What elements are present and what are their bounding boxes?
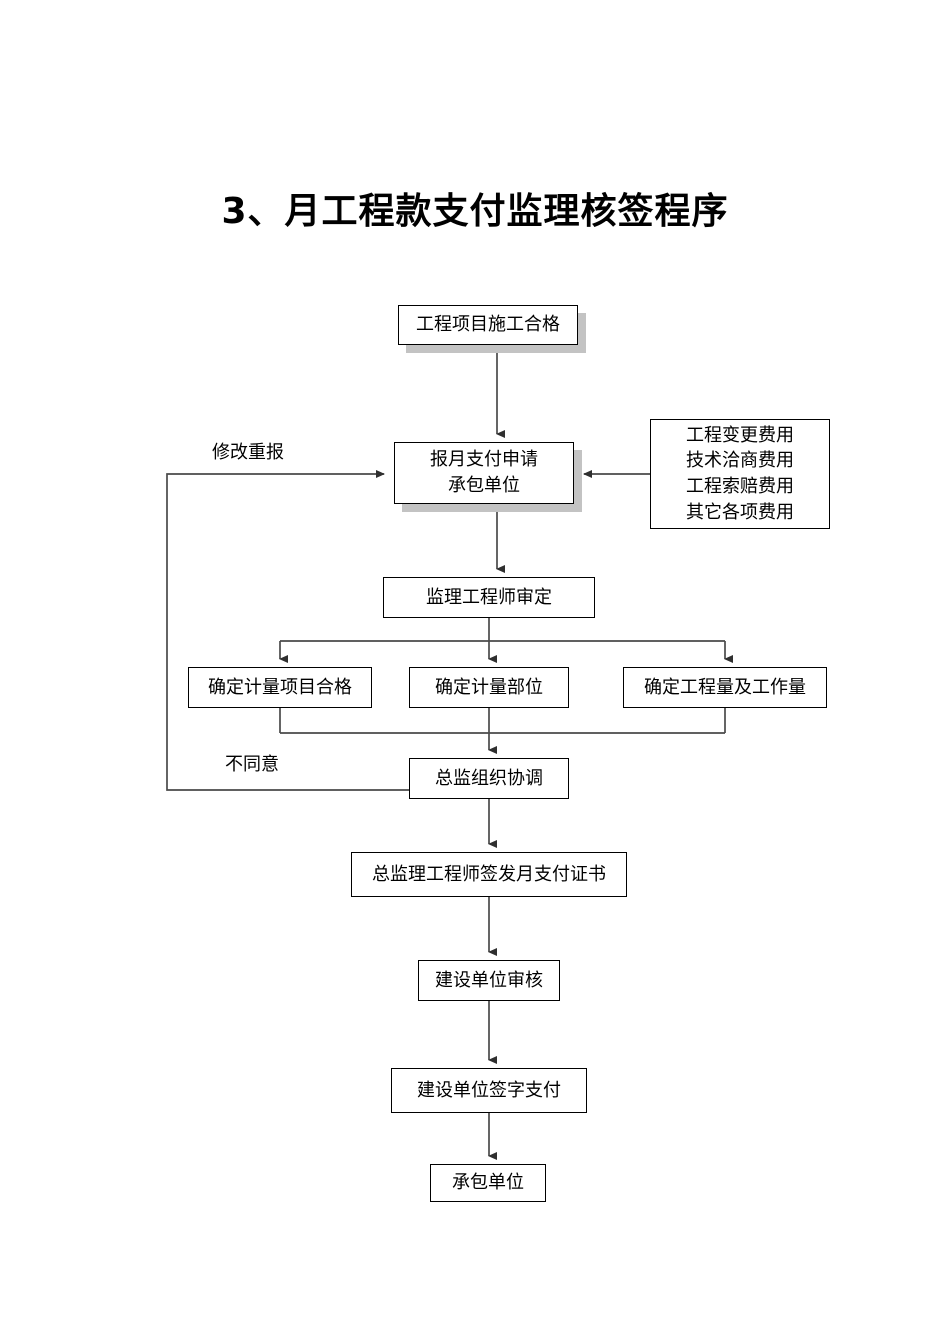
node-owner-unit-sign-and-pay[interactable]: 建设单位签字支付 [391,1068,587,1113]
node-label-line: 承包单位 [448,475,520,495]
page-title: 3、月工程款支付监理核签程序 [221,191,729,232]
node-label-line: 建设单位审核 [435,969,543,990]
node-label-line: 总监理工程师签发月支付证书 [372,863,606,884]
node-label-line: 监理工程师审定 [426,586,552,607]
node-engineering-project-qualified[interactable]: 工程项目施工合格 [398,305,578,345]
node-label-line: 工程项目施工合格 [416,314,560,335]
node-label-line: 确定计量项目合格 [208,676,352,697]
node-owner-unit-review[interactable]: 建设单位审核 [418,960,560,1001]
node-confirm-measurement-item-qualified[interactable]: 确定计量项目合格 [188,667,372,708]
edge-label-revise-resubmit: 修改重报 [212,442,284,462]
node-chief-supervisor-coordination[interactable]: 总监组织协调 [409,758,569,799]
node-label-line: 其它各项费用 [686,501,794,522]
node-label-line: 承包单位 [452,1172,524,1193]
node-chief-engineer-issues-certificate[interactable]: 总监理工程师签发月支付证书 [351,852,627,897]
edge-label-disagree: 不同意 [225,754,279,774]
node-label-line: 技术洽商费用 [686,450,794,471]
edge-feedback-loop [166,470,409,791]
node-label-line: 报月支付申请 [430,449,538,470]
node-confirm-measurement-location[interactable]: 确定计量部位 [409,667,569,708]
node-label-line: 建设单位签字支付 [417,1079,561,1100]
node-label-line: 确定计量部位 [435,676,543,697]
node-contractor-unit[interactable]: 承包单位 [430,1164,546,1202]
node-label-line: 总监组织协调 [435,767,543,788]
node-confirm-quantity-and-workload[interactable]: 确定工程量及工作量 [623,667,827,708]
node-label-line: 工程索赔费用 [686,476,794,496]
node-fee-categories[interactable]: 工程变更费用 技术洽商费用 工程索赔费用 其它各项费用 [650,419,830,529]
node-label-line: 工程变更费用 [686,424,794,445]
node-label-line: 确定工程量及工作量 [644,676,806,697]
node-supervising-engineer-review[interactable]: 监理工程师审定 [383,577,595,618]
node-monthly-payment-application[interactable]: 报月支付申请 承包单位 [394,442,574,504]
